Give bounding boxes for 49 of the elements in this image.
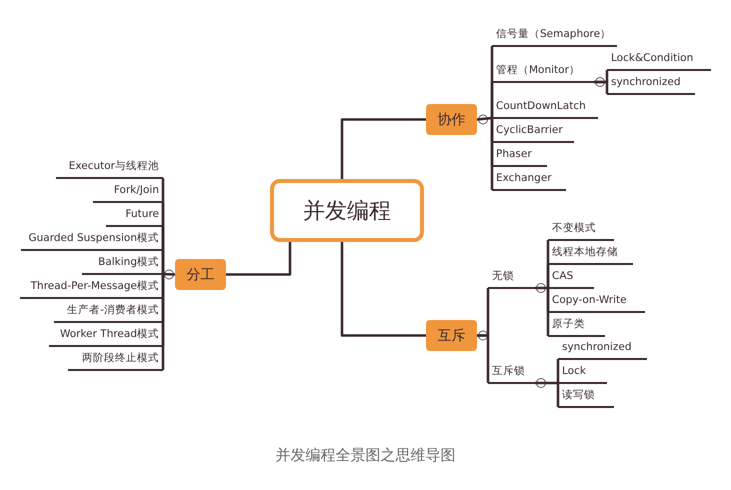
topic-label: Guarded Suspension模式: [21, 231, 163, 251]
topic-label: 两阶段终止模式: [68, 351, 163, 371]
topic-label: 原子类: [548, 317, 605, 337]
topic-label: Phaser: [492, 147, 547, 167]
connector-line: [594, 80, 608, 96]
connector-line: [162, 248, 164, 274]
topic-label: Lock&Condition: [607, 51, 711, 71]
connector-line: [490, 80, 494, 120]
connector-line: [340, 118, 426, 179]
topic-label: 线程本地存储: [548, 245, 633, 265]
topic-label: Exchanger: [492, 171, 566, 191]
topic-label: 互斥锁: [488, 364, 535, 384]
connector-line: [476, 116, 492, 121]
connector-line: [162, 272, 176, 276]
topic-label: Fork/Join: [93, 183, 163, 203]
topic-label: 读写锁: [558, 388, 614, 408]
connector-line: [546, 262, 550, 288]
topic-box: 互斥: [426, 320, 477, 351]
topic-label: Thread-Per-Message模式: [20, 279, 163, 299]
topic-label: synchronized: [558, 340, 647, 360]
connector-line: [535, 382, 558, 384]
connector-line: [162, 274, 164, 372]
connector-line: [546, 288, 550, 338]
connector-line: [226, 242, 292, 276]
topic-label: Worker Thread模式: [49, 327, 163, 347]
connector-line: [556, 358, 560, 383]
topic-label: 不变模式: [548, 221, 614, 241]
topic-label: Executor与线程池: [56, 159, 163, 179]
connector-line: [535, 286, 548, 290]
topic-label: CountDownLatch: [492, 99, 598, 119]
topic-label: 生产者-消费者模式: [54, 303, 163, 323]
topic-label: CyclicBarrier: [492, 123, 574, 143]
topic-label: 管程（Monitor）: [492, 63, 594, 83]
connector-line: [556, 383, 560, 408]
connector-line: [490, 120, 494, 192]
topic-label: Lock: [558, 364, 607, 384]
topic-label: Balking模式: [82, 255, 163, 275]
connector-line: [477, 334, 490, 384]
topic-box: 协作: [426, 104, 477, 135]
topic-label: 无锁: [488, 269, 535, 289]
topic-box: 分工: [175, 259, 226, 290]
topic-label: Future: [106, 207, 163, 227]
topic-label: 信号量（Semaphore）: [492, 27, 617, 47]
topic-label: CAS: [548, 269, 594, 289]
caption: 并发编程全景图之思维导图: [274, 446, 456, 465]
topic-label: synchronized: [607, 75, 695, 95]
central-topic-box: 并发编程: [270, 179, 424, 242]
topic-label: Copy-on-Write: [548, 293, 645, 313]
connector-line: [340, 242, 426, 337]
